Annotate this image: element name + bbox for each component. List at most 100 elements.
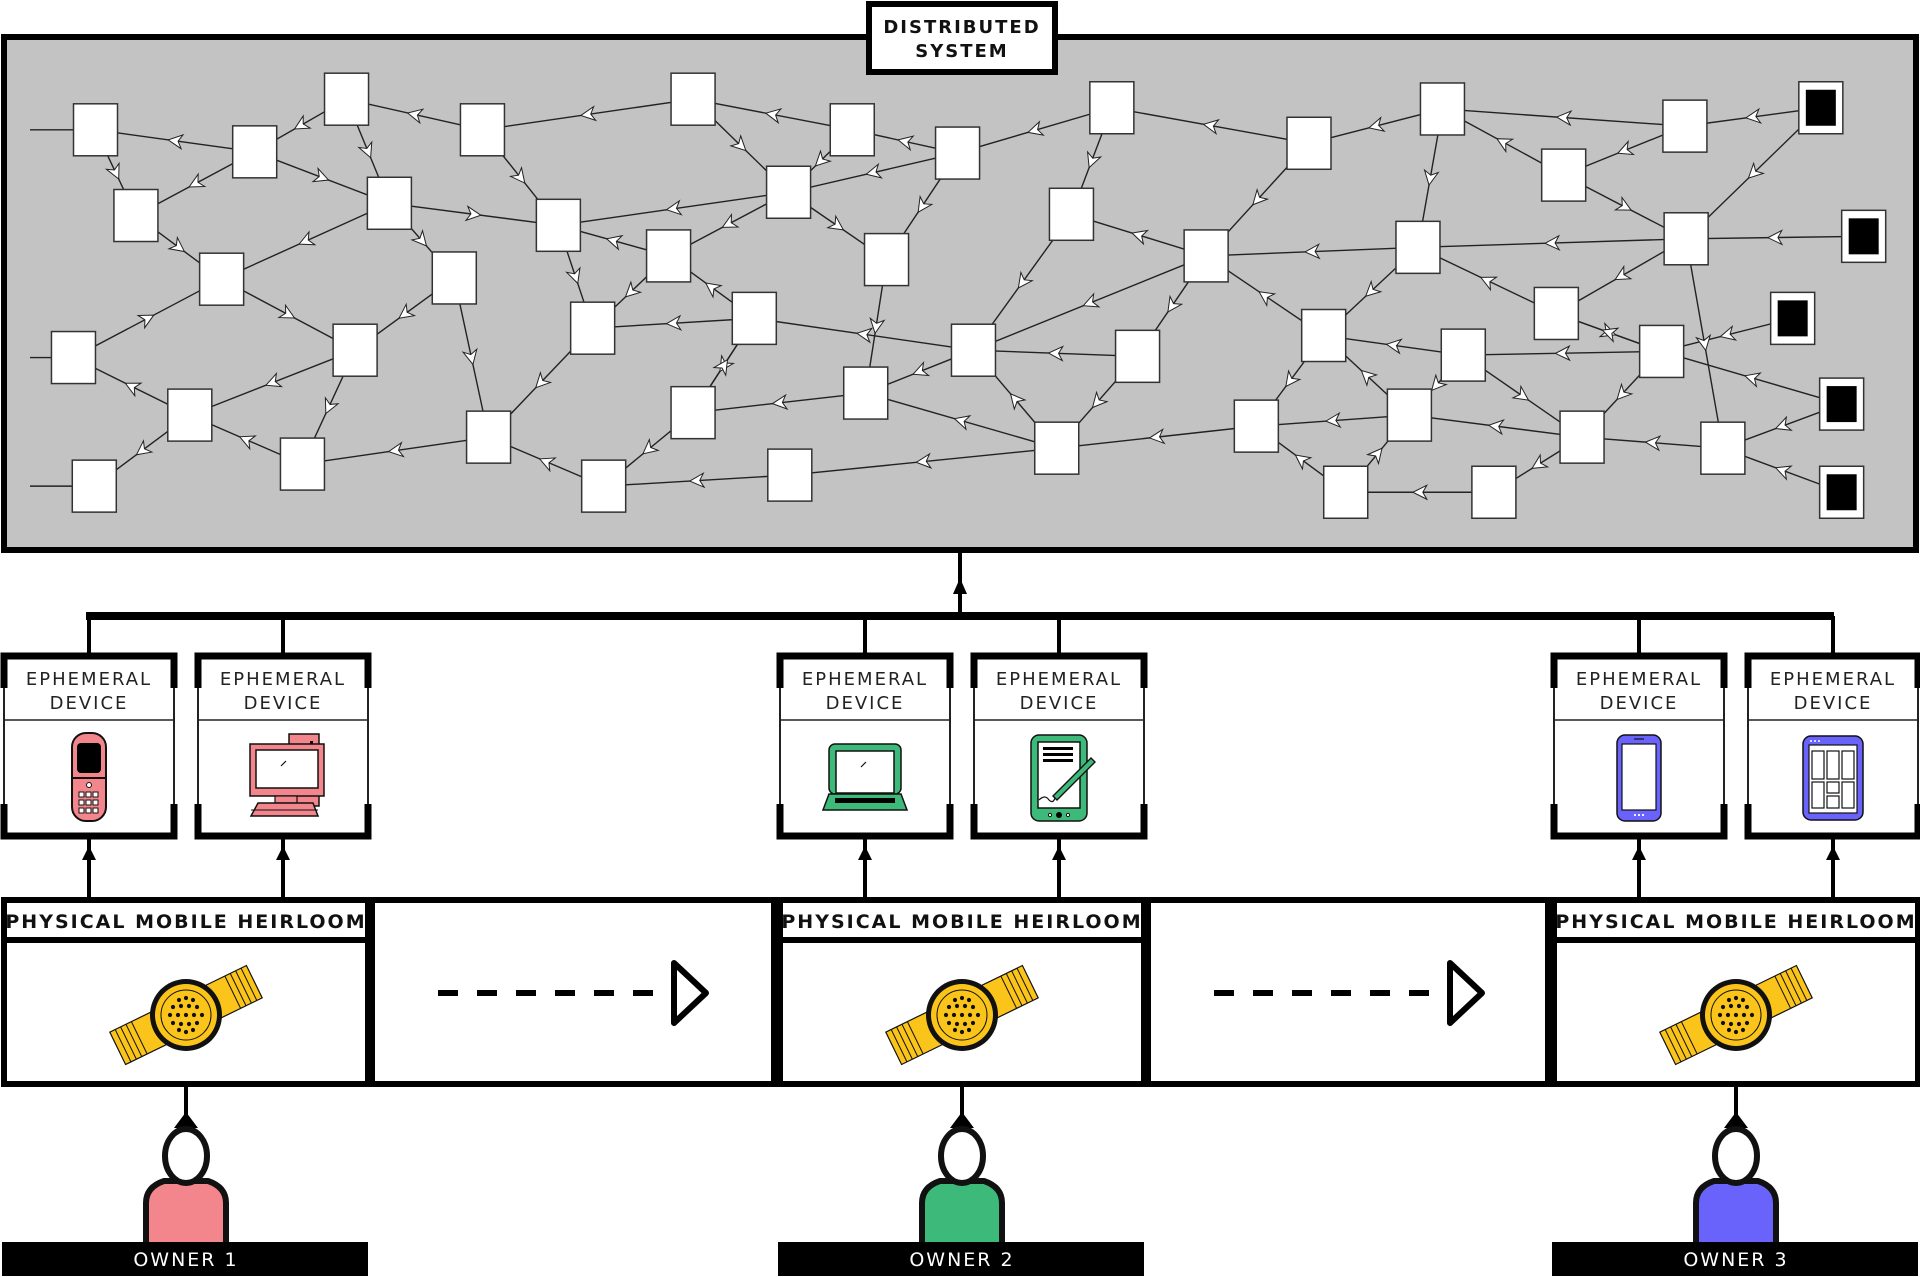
bus-horizontal xyxy=(86,612,1834,620)
owner-label-bar xyxy=(1552,1242,1918,1276)
network-node xyxy=(1233,399,1280,453)
tablet-stylus-icon xyxy=(1030,734,1096,822)
tablet-icon xyxy=(1802,735,1864,821)
dash-segment xyxy=(633,990,653,996)
network-node xyxy=(1048,187,1095,242)
up-arrow-icon xyxy=(950,1112,974,1128)
edge-arrow-icon xyxy=(688,471,706,489)
dash-segment xyxy=(477,990,497,996)
device-label-line1: EPHEMERAL xyxy=(220,669,346,690)
edge-arrow-icon xyxy=(508,165,526,184)
edge-arrow-icon xyxy=(406,108,425,125)
edge-arrow-icon xyxy=(1613,195,1633,211)
flip-phone-icon xyxy=(71,732,107,822)
edge-arrow-icon xyxy=(1766,229,1784,246)
edge-arrow-icon xyxy=(1017,270,1034,289)
edge-arrow-icon xyxy=(1324,411,1342,429)
device-bracket-top xyxy=(0,652,178,688)
edge-arrow-icon xyxy=(124,382,143,398)
edge-arrow-icon xyxy=(1601,327,1620,343)
edge-arrow-icon xyxy=(729,134,747,152)
device-label-line1: EPHEMERAL xyxy=(996,669,1122,690)
edge-arrow-icon xyxy=(1365,447,1383,466)
device-bracket-bottom xyxy=(970,804,1148,840)
edge-arrow-icon xyxy=(1091,390,1109,409)
up-arrow-icon xyxy=(174,1112,198,1128)
network-node xyxy=(535,198,582,253)
edge-arrow-icon xyxy=(1047,345,1065,362)
edge-arrow-icon xyxy=(238,435,257,451)
network-node xyxy=(1089,81,1135,135)
distributed-system-title-line1: DISTRIBUTED xyxy=(883,17,1040,38)
edge-arrow-icon xyxy=(1774,465,1793,481)
network-node xyxy=(1322,465,1369,519)
network-node xyxy=(1183,229,1229,283)
dash-segment xyxy=(1370,990,1390,996)
edge-arrow-icon xyxy=(1774,415,1793,431)
edge-arrow-icon xyxy=(324,396,340,415)
device-label-line2: DEVICE xyxy=(50,693,129,714)
distributed-system-panel: DISTRIBUTED SYSTEM xyxy=(1,1,1919,553)
dash-segment xyxy=(516,990,536,996)
edge-arrow-icon xyxy=(704,282,723,299)
edge-arrow-icon xyxy=(917,194,934,214)
network-node xyxy=(731,291,778,346)
network-node xyxy=(1419,82,1466,136)
device-bracket-top xyxy=(194,652,372,688)
network-node xyxy=(1386,388,1433,442)
network-node xyxy=(1286,116,1332,171)
edge-arrow-icon xyxy=(579,105,598,122)
edge-arrow-icon xyxy=(869,316,886,335)
up-arrow-icon xyxy=(1826,846,1840,860)
network-node xyxy=(231,125,278,179)
owner-label: OWNER 3 xyxy=(1683,1249,1788,1271)
device-bracket-bottom xyxy=(1550,804,1728,840)
network-entry-node-core xyxy=(1826,386,1857,423)
transfer-arrowhead-icon xyxy=(671,960,709,1026)
network-node xyxy=(580,459,627,513)
dash-segment xyxy=(1292,990,1312,996)
network-node xyxy=(1395,220,1441,275)
device-bracket-bottom xyxy=(194,804,372,840)
edge-arrow-icon xyxy=(1364,279,1383,297)
ownership-transfer-arrow xyxy=(1145,897,1551,1087)
up-arrow-icon xyxy=(1052,846,1066,860)
device-label-line1: EPHEMERAL xyxy=(1576,669,1702,690)
bus-drops xyxy=(82,616,1840,898)
network-entry-node-core xyxy=(1777,300,1808,337)
device-bracket-bottom xyxy=(776,804,954,840)
edge-arrow-icon xyxy=(1202,118,1220,136)
network-node xyxy=(198,252,245,306)
edge-arrow-icon xyxy=(1360,369,1379,387)
up-arrow-icon xyxy=(276,846,290,860)
edge-arrow-icon xyxy=(188,172,207,188)
edge-arrow-icon xyxy=(912,360,931,377)
edge-arrow-icon xyxy=(896,135,915,152)
edge-arrow-icon xyxy=(410,229,428,247)
network-node xyxy=(167,388,213,442)
physical-mobile-heirloom-box: PHYSICAL MOBILE HEIRLOOM xyxy=(1,897,371,1087)
network-node xyxy=(1638,324,1685,379)
edge-arrow-icon xyxy=(721,212,740,228)
network-node xyxy=(765,165,812,219)
edge-arrow-icon xyxy=(538,457,557,473)
network-node xyxy=(569,301,616,355)
network-node xyxy=(829,103,876,157)
edge-arrow-icon xyxy=(1555,109,1573,127)
device-label-line2: DEVICE xyxy=(826,693,905,714)
laptop-icon xyxy=(821,743,909,811)
edge-arrow-icon xyxy=(1303,243,1321,260)
edge-arrow-icon xyxy=(293,114,312,130)
edge-arrow-icon xyxy=(1009,393,1027,411)
desktop-computer-icon xyxy=(249,733,325,817)
physical-mobile-heirloom-box: PHYSICAL MOBILE HEIRLOOM xyxy=(777,897,1147,1087)
network-node xyxy=(670,385,716,440)
edge-arrow-icon xyxy=(764,108,783,125)
device-bracket-top xyxy=(1550,652,1728,688)
edge-arrow-icon xyxy=(1747,161,1766,179)
bus-up-arrow-icon xyxy=(953,578,967,594)
edge-arrow-icon xyxy=(167,235,186,253)
network-node xyxy=(1700,421,1746,475)
